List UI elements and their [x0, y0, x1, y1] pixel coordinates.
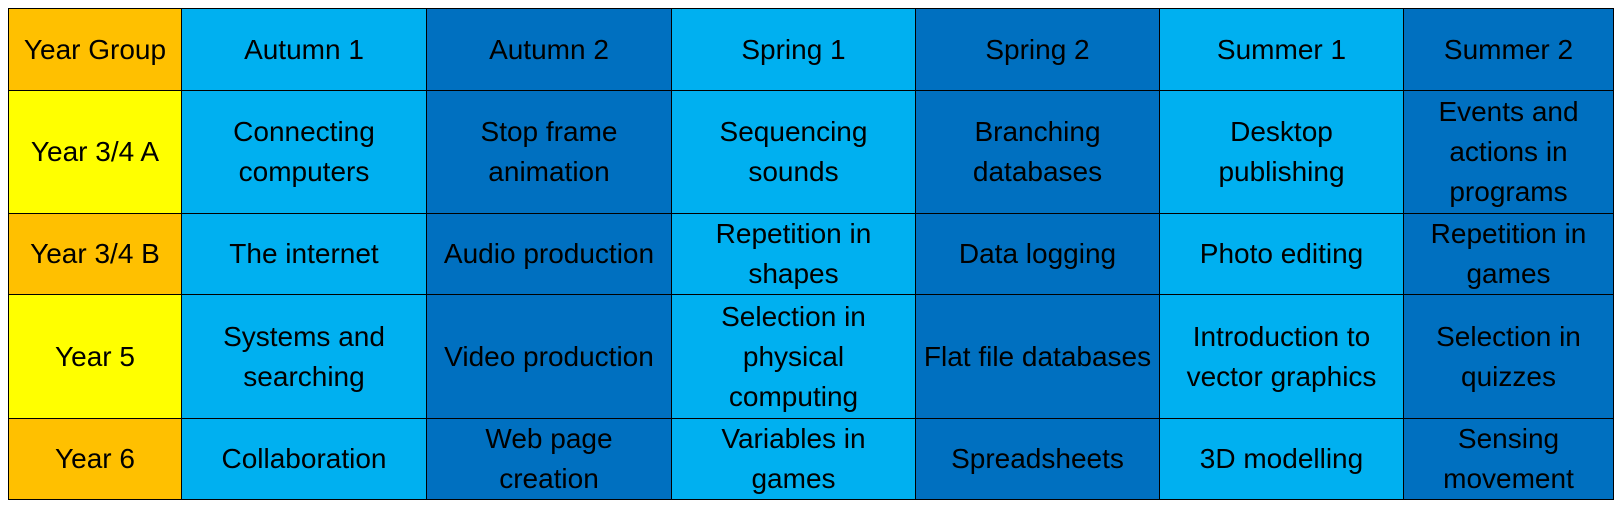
header-year-group: Year Group [8, 8, 182, 91]
table-cell: Spreadsheets [915, 418, 1160, 500]
table-cell: Sequencing sounds [671, 90, 916, 214]
table-cell: The internet [181, 213, 427, 295]
year-label: Year 6 [8, 418, 182, 500]
header-summer-2: Summer 2 [1403, 8, 1614, 91]
table-cell: Web page creation [426, 418, 672, 500]
table-cell: Photo editing [1159, 213, 1404, 295]
table-cell: Selection in physical computing [671, 294, 916, 419]
table-cell: Introduction to vector graphics [1159, 294, 1404, 419]
table-cell: Audio production [426, 213, 672, 295]
curriculum-table: Year Group Autumn 1 Autumn 2 Spring 1 Sp… [8, 8, 1614, 500]
table-row: Year 3/4 A Connecting computers Stop fra… [8, 90, 1614, 214]
table-cell: Events and actions in programs [1403, 90, 1614, 214]
table-cell: Data logging [915, 213, 1160, 295]
table-row: Year 6 Collaboration Web page creation V… [8, 418, 1614, 500]
table-cell: Branching databases [915, 90, 1160, 214]
header-spring-1: Spring 1 [671, 8, 916, 91]
header-autumn-2: Autumn 2 [426, 8, 672, 91]
table-row: Year 5 Systems and searching Video produ… [8, 294, 1614, 419]
header-autumn-1: Autumn 1 [181, 8, 427, 91]
table-cell: Connecting computers [181, 90, 427, 214]
table-cell: Sensing movement [1403, 418, 1614, 500]
header-summer-1: Summer 1 [1159, 8, 1404, 91]
table-cell: 3D modelling [1159, 418, 1404, 500]
table-cell: Variables in games [671, 418, 916, 500]
year-label: Year 3/4 A [8, 90, 182, 214]
year-label: Year 5 [8, 294, 182, 419]
table-cell: Stop frame animation [426, 90, 672, 214]
header-row: Year Group Autumn 1 Autumn 2 Spring 1 Sp… [8, 8, 1614, 91]
table-cell: Repetition in games [1403, 213, 1614, 295]
table-cell: Systems and searching [181, 294, 427, 419]
header-spring-2: Spring 2 [915, 8, 1160, 91]
table-cell: Flat file databases [915, 294, 1160, 419]
table-cell: Video production [426, 294, 672, 419]
year-label: Year 3/4 B [8, 213, 182, 295]
table-cell: Collaboration [181, 418, 427, 500]
table-cell: Desktop publishing [1159, 90, 1404, 214]
table-row: Year 3/4 B The internet Audio production… [8, 213, 1614, 295]
table-cell: Repetition in shapes [671, 213, 916, 295]
table-cell: Selection in quizzes [1403, 294, 1614, 419]
